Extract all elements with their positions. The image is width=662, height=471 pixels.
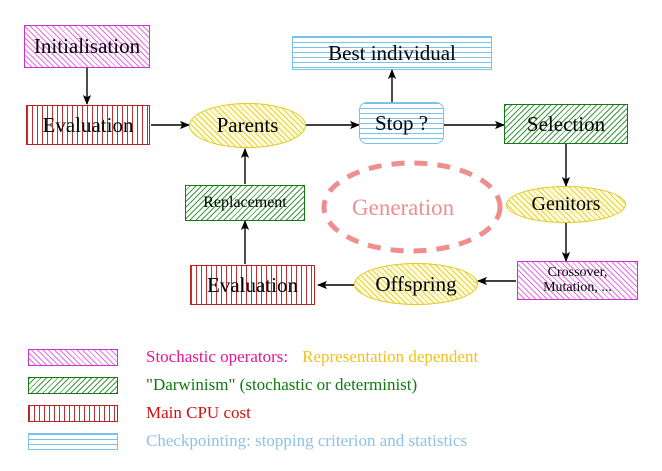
node-parents-label: Parents: [216, 113, 279, 138]
legend-swatch-blue: [28, 432, 118, 450]
legend-row-cpu: Main CPU cost: [28, 400, 251, 426]
node-initialisation[interactable]: Initialisation: [24, 25, 150, 68]
node-offspring[interactable]: Offspring: [354, 263, 478, 305]
legend-swatch-magenta: [28, 348, 118, 366]
legend-label-representation: Representation dependent: [302, 347, 479, 366]
node-crossover-mutation[interactable]: Crossover, Mutation, ...: [517, 261, 638, 300]
node-parents[interactable]: Parents: [189, 103, 306, 148]
node-offspring-label: Offspring: [375, 271, 457, 296]
legend-row-darwinism: "Darwinism" (stochastic or determinist): [28, 372, 417, 398]
node-initialisation-label: Initialisation: [33, 34, 141, 59]
node-best-individual[interactable]: Best individual: [292, 36, 492, 70]
node-evaluation-top-label: Evaluation: [42, 112, 134, 137]
node-genitors[interactable]: Genitors: [506, 186, 626, 223]
node-crossover-mutation-line1: Crossover,: [547, 264, 608, 280]
legend-row-checkpointing: Checkpointing: stopping criterion and st…: [28, 428, 467, 454]
legend-swatch-red: [28, 404, 118, 422]
legend: Stochastic operators: Representation dep…: [0, 336, 662, 471]
node-crossover-mutation-line2: Mutation, ...: [543, 279, 612, 295]
node-evaluation-bottom[interactable]: Evaluation: [190, 265, 315, 305]
node-stop[interactable]: Stop ?: [359, 102, 444, 144]
node-replacement[interactable]: Replacement: [185, 185, 305, 221]
node-replacement-label: Replacement: [203, 193, 287, 211]
legend-label-checkpointing: Checkpointing: stopping criterion and st…: [146, 431, 468, 450]
generation-boundary-ellipse: [321, 160, 503, 254]
legend-swatch-green: [28, 376, 118, 394]
legend-label-stochastic: Stochastic operators:: [146, 347, 289, 366]
node-selection[interactable]: Selection: [504, 104, 628, 144]
generation-text: Generation: [352, 195, 455, 220]
node-best-individual-label: Best individual: [328, 40, 456, 65]
node-generation-label: Generation: [352, 195, 454, 221]
legend-row-stochastic: Stochastic operators: Representation dep…: [28, 344, 478, 370]
node-evaluation-bottom-label: Evaluation: [207, 272, 298, 297]
node-genitors-label: Genitors: [531, 193, 601, 215]
node-selection-label: Selection: [526, 111, 606, 136]
legend-label-darwinism: "Darwinism" (stochastic or determinist): [146, 375, 418, 394]
node-evaluation-top[interactable]: Evaluation: [26, 105, 150, 145]
node-stop-label: Stop ?: [374, 110, 429, 135]
legend-label-cpu: Main CPU cost: [146, 403, 251, 422]
